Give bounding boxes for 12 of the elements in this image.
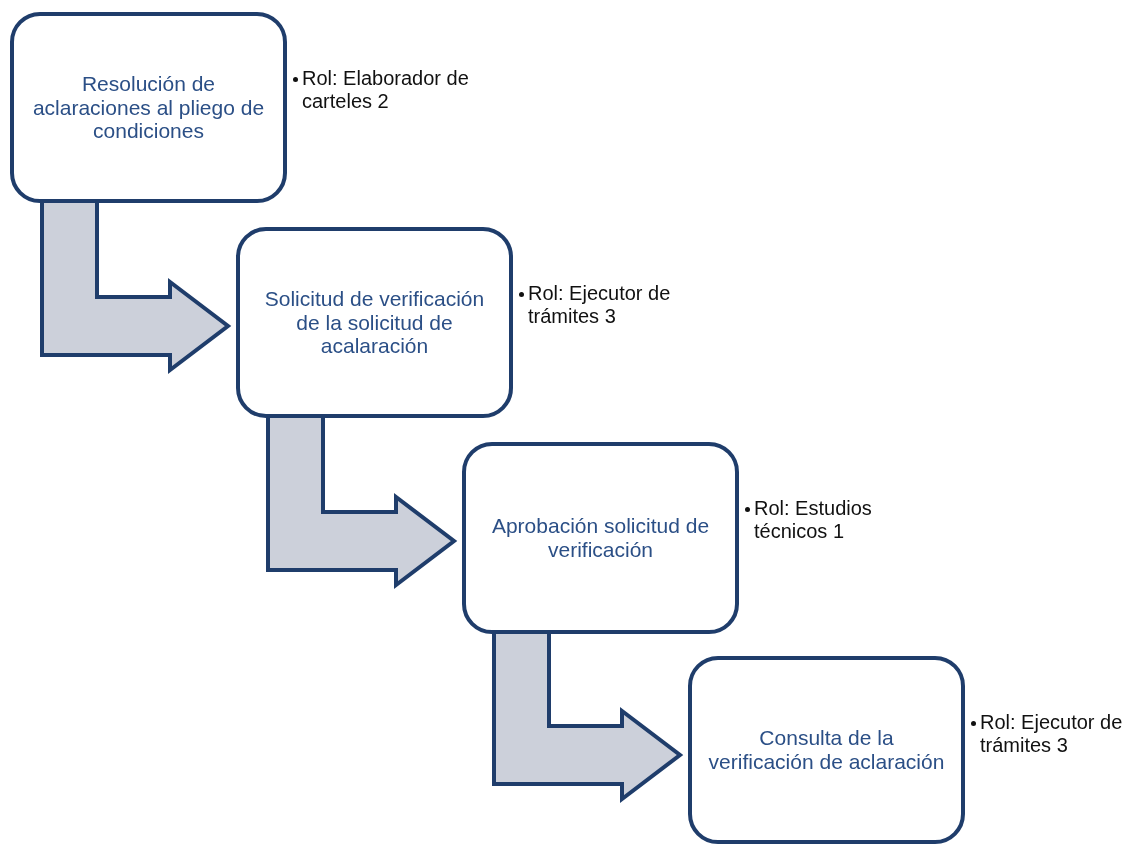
role-text: Rol: Ejecutor de trámites 3 [980,711,1124,757]
step-label: Consulta de la verificación de aclaración [707,726,946,774]
step-label: Solicitud de verificación de la solicitud de acalaración [263,287,486,358]
role-text: Rol: Elaborador de carteles 2 [302,67,470,113]
step-label: Resolución de aclaraciones al pliego de condiciones [31,72,266,143]
process-box [10,12,287,203]
process-box [236,227,513,418]
process-box [462,442,739,634]
role-text: Rol: Ejecutor de trámites 3 [528,282,672,328]
process-box [688,656,965,844]
role-text: Rol: Estudios técnicos 1 [754,497,873,543]
step-label: Aprobación solicitud de verificación [490,514,711,562]
